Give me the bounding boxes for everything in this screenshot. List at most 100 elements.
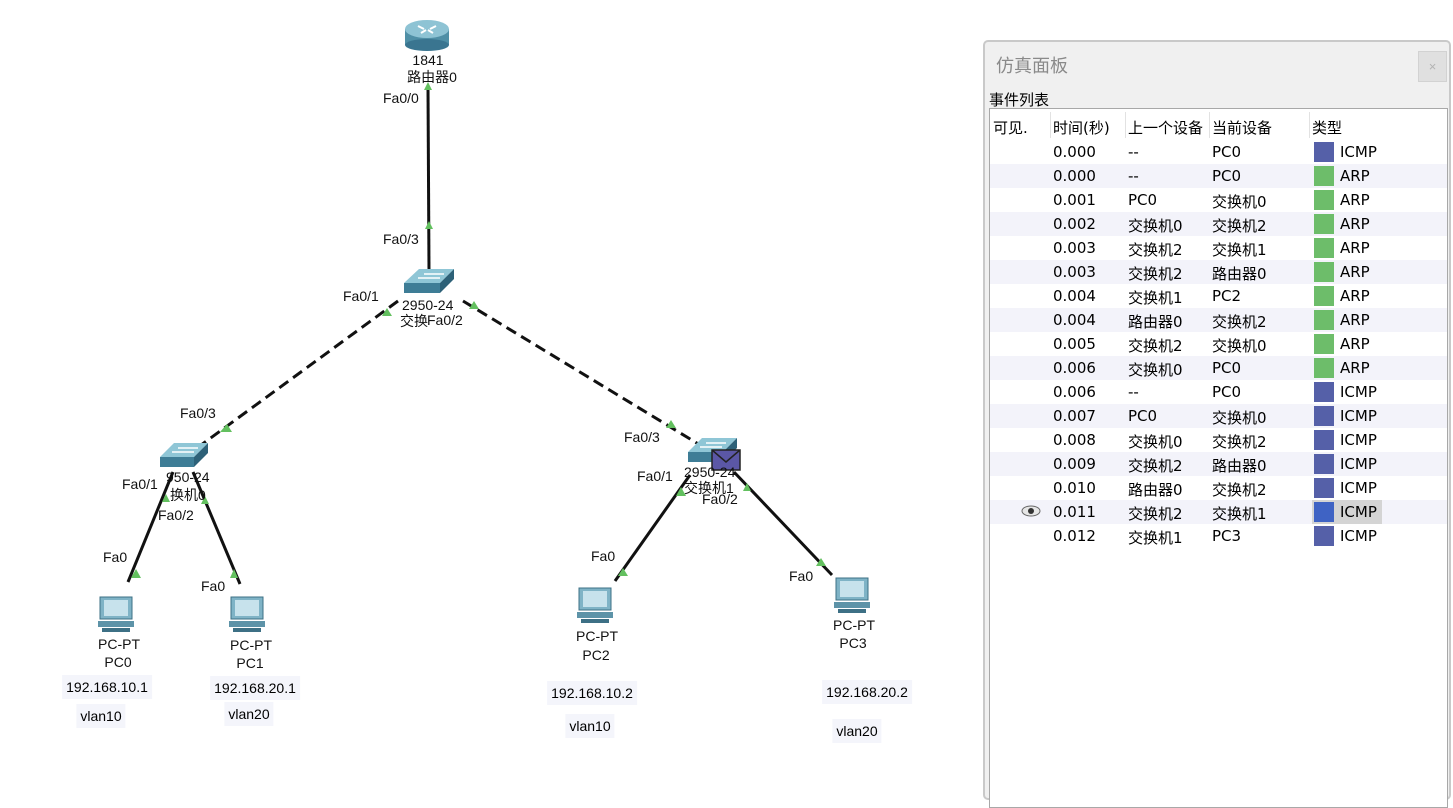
link-core-right-switch[interactable] bbox=[462, 299, 701, 447]
left-switch-icon[interactable] bbox=[160, 443, 208, 467]
event-current-device: 交换机0 bbox=[1212, 193, 1267, 211]
event-time: 0.008 bbox=[1053, 431, 1096, 449]
link-left-switch-pc0[interactable] bbox=[126, 471, 175, 583]
event-type: ICMP bbox=[1340, 143, 1377, 161]
event-type: ARP bbox=[1340, 167, 1370, 185]
link-status-up-icon bbox=[469, 301, 479, 309]
pc3-icon[interactable] bbox=[834, 577, 870, 613]
pc0-name: PC0 bbox=[104, 654, 132, 670]
router-icon[interactable] bbox=[405, 20, 449, 51]
link-left-switch-pc1[interactable] bbox=[191, 471, 242, 585]
pc1-name: PC1 bbox=[236, 655, 264, 671]
event-type-color-swatch[interactable] bbox=[1314, 142, 1334, 162]
column-header-current-device[interactable]: 当前设备 bbox=[1212, 119, 1273, 137]
column-header-last-device[interactable]: 上一个设备 bbox=[1128, 119, 1204, 137]
event-time: 0.000 bbox=[1053, 143, 1096, 161]
column-header-visible[interactable]: 可见. bbox=[993, 119, 1028, 137]
event-type-color-swatch[interactable] bbox=[1314, 262, 1334, 282]
link-status-up-icon bbox=[816, 558, 826, 566]
event-type-color-swatch[interactable] bbox=[1314, 478, 1334, 498]
event-type-color-swatch[interactable] bbox=[1314, 286, 1334, 306]
core-switch-port-top: Fa0/3 bbox=[383, 231, 419, 247]
event-type: ARP bbox=[1340, 335, 1370, 353]
link-right-switch-pc3[interactable] bbox=[732, 470, 834, 577]
event-type: ICMP bbox=[1340, 431, 1377, 449]
event-type-color-swatch[interactable] bbox=[1314, 358, 1334, 378]
event-type: ARP bbox=[1340, 239, 1370, 257]
left-switch-port-1: Fa0/1 bbox=[122, 476, 158, 492]
event-type-color-swatch[interactable] bbox=[1314, 334, 1334, 354]
eye-icon[interactable] bbox=[1021, 505, 1041, 517]
event-last-device: 交换机2 bbox=[1128, 457, 1183, 475]
event-last-device: 路由器0 bbox=[1128, 481, 1183, 499]
event-type-color-swatch[interactable] bbox=[1314, 526, 1334, 546]
event-time: 0.009 bbox=[1053, 455, 1096, 473]
event-type: ARP bbox=[1340, 359, 1370, 377]
pc0-ip-note: 192.168.10.1 bbox=[62, 675, 152, 699]
event-type-color-swatch[interactable] bbox=[1314, 502, 1334, 522]
event-type-color-swatch[interactable] bbox=[1314, 190, 1334, 210]
link-status-up-icon bbox=[743, 483, 751, 491]
pc0-port: Fa0 bbox=[103, 549, 128, 565]
core-switch-icon[interactable] bbox=[404, 269, 454, 293]
event-type: ARP bbox=[1340, 215, 1370, 233]
event-time: 0.006 bbox=[1053, 359, 1096, 377]
pc1-port: Fa0 bbox=[201, 578, 226, 594]
link-status-up-icon bbox=[676, 487, 686, 496]
column-header-type[interactable]: 类型 bbox=[1312, 119, 1343, 137]
event-current-device: 交换机1 bbox=[1212, 241, 1267, 259]
pc2-vlan-note: vlan10 bbox=[565, 714, 615, 738]
link-status-up-icon bbox=[220, 424, 232, 432]
event-type-color-swatch[interactable] bbox=[1314, 214, 1334, 234]
event-current-device: PC3 bbox=[1212, 527, 1242, 545]
event-type: ICMP bbox=[1340, 503, 1377, 521]
link-status-up-icon bbox=[131, 569, 141, 578]
event-type-color-swatch[interactable] bbox=[1314, 406, 1334, 426]
event-type-color-swatch[interactable] bbox=[1314, 430, 1334, 450]
left-switch-port-2: Fa0/2 bbox=[158, 507, 194, 523]
pc1-icon[interactable] bbox=[229, 596, 265, 632]
link-status-up-icon bbox=[162, 494, 170, 502]
link-right-switch-pc2[interactable] bbox=[613, 474, 692, 582]
link-status-up-icon bbox=[201, 496, 209, 504]
pc2-icon[interactable] bbox=[577, 587, 613, 623]
event-type-color-swatch[interactable] bbox=[1314, 382, 1334, 402]
pdu-envelope-icon[interactable] bbox=[711, 449, 741, 471]
column-header-time[interactable]: 时间(秒) bbox=[1053, 119, 1110, 137]
pc3-ip-note: 192.168.20.2 bbox=[822, 680, 912, 704]
close-button[interactable]: × bbox=[1418, 51, 1447, 82]
event-type-color-swatch[interactable] bbox=[1314, 166, 1334, 186]
right-switch-port-1: Fa0/1 bbox=[637, 468, 673, 484]
event-last-device: 交换机0 bbox=[1128, 433, 1183, 451]
pc3-port: Fa0 bbox=[789, 568, 814, 584]
right-switch-port-up: Fa0/3 bbox=[624, 429, 660, 445]
event-type: ARP bbox=[1340, 263, 1370, 281]
link-core-left-switch[interactable] bbox=[196, 299, 399, 450]
topology-canvas[interactable]: 1841 路由器0 Fa0/0 Fa0/3 Fa0/1 2950-24 交换 F… bbox=[0, 0, 980, 784]
link-router-core[interactable] bbox=[426, 87, 431, 271]
pc0-icon[interactable] bbox=[98, 596, 134, 632]
event-type-color-swatch[interactable] bbox=[1314, 238, 1334, 258]
pc2-name: PC2 bbox=[582, 647, 610, 663]
event-type-color-swatch[interactable] bbox=[1314, 310, 1334, 330]
event-type-color-swatch[interactable] bbox=[1314, 454, 1334, 474]
event-type: ICMP bbox=[1340, 383, 1377, 401]
